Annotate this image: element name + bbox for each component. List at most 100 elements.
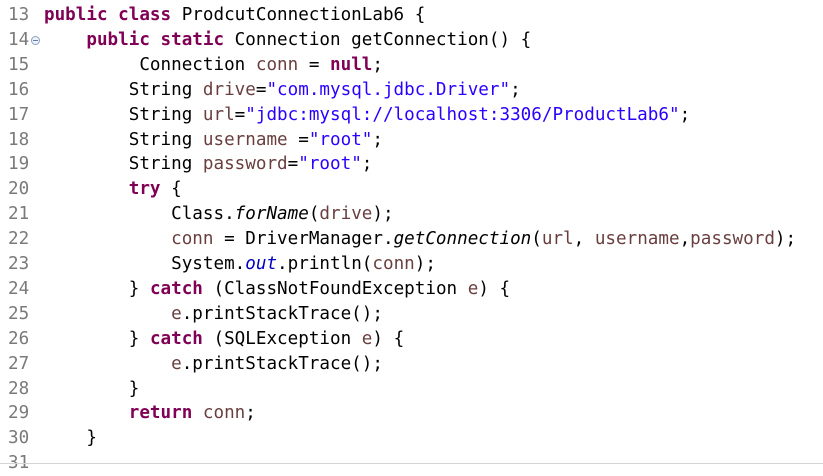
line-number: 16: [8, 79, 30, 100]
variable-token: drive: [202, 79, 256, 100]
code-token: [44, 229, 171, 249]
code-line[interactable]: 30 }: [0, 426, 823, 451]
code-token: String: [44, 79, 203, 100]
line-number: 30: [8, 428, 30, 449]
code-text: Class.forName(drive);: [44, 202, 394, 227]
line-number: 25: [8, 303, 30, 324]
code-token: );: [774, 229, 797, 250]
code-token: {: [160, 179, 182, 200]
code-line[interactable]: 29 return conn;: [0, 401, 823, 426]
code-line[interactable]: 25 e.printStackTrace();: [0, 302, 823, 327]
code-token: }: [44, 428, 97, 449]
code-line[interactable]: 21 Class.forName(drive);: [0, 202, 823, 227]
code-line[interactable]: 17 String url="jdbc:mysql://localhost:33…: [0, 103, 823, 128]
line-number: 29: [8, 403, 30, 424]
code-line[interactable]: 26 } catch (SQLException e) {: [0, 327, 823, 352]
keyword-token: catch: [149, 328, 203, 349]
code-line[interactable]: 15 Connection conn = null;: [0, 53, 823, 78]
code-text: public class ProdcutConnectionLab6 {: [44, 3, 425, 28]
code-line[interactable]: 23 System.out.println(conn);: [0, 252, 823, 277]
code-token: =: [287, 129, 309, 150]
code-token: [44, 179, 129, 199]
code-text: String password="root";: [44, 152, 373, 177]
line-number: 19: [8, 154, 30, 175]
variable-token: drive: [319, 204, 373, 225]
code-line[interactable]: 27 e.printStackTrace();: [0, 352, 823, 377]
code-token: =: [255, 79, 267, 100]
code-token: =: [234, 104, 246, 125]
code-token: ;: [372, 129, 383, 150]
code-token: (ClassNotFoundException: [202, 278, 468, 299]
code-token: ;: [361, 154, 373, 175]
code-line[interactable]: 16 String drive="com.mysql.jdbc.Driver";: [0, 78, 823, 103]
code-text: } catch (SQLException e) {: [44, 327, 404, 352]
code-token: ) {: [372, 328, 405, 349]
line-number: 23: [8, 254, 30, 274]
keyword-token: public class: [44, 5, 172, 25]
keyword-token: try: [128, 179, 161, 200]
string-token: "com.mysql.jdbc.Driver": [266, 79, 511, 100]
code-token: Connection getConnection() {: [224, 29, 532, 50]
editor-bottom-divider: [0, 463, 823, 464]
code-token: .printStackTrace();: [181, 303, 383, 324]
code-token: [44, 304, 171, 324]
variable-token: username: [202, 129, 288, 150]
code-text: return conn;: [44, 401, 256, 426]
code-token: ;: [245, 403, 256, 424]
code-token: );: [372, 204, 394, 225]
variable-token: url: [541, 229, 574, 250]
code-text: Connection conn = null;: [44, 53, 383, 78]
line-number: 28: [8, 378, 30, 399]
code-line[interactable]: 28 }: [0, 377, 823, 402]
variable-token: username: [594, 229, 680, 250]
code-token: .printStackTrace();: [181, 353, 383, 374]
code-token: [44, 30, 86, 50]
string-token: "root": [298, 154, 362, 175]
code-token: Class.: [44, 204, 235, 225]
line-number: 22: [8, 229, 30, 250]
code-token: Connection: [44, 54, 256, 75]
static-method-token: forName: [234, 204, 309, 225]
code-token: .println(: [277, 254, 373, 274]
variable-token: conn: [171, 229, 214, 250]
variable-token: e: [171, 303, 182, 324]
code-token: =: [298, 54, 331, 75]
string-token: "root": [308, 129, 373, 150]
code-text: String url="jdbc:mysql://localhost:3306/…: [44, 103, 690, 128]
code-token: (: [531, 229, 542, 250]
code-token: =: [287, 154, 299, 175]
variable-token: e: [171, 353, 182, 374]
keyword-token: public static: [86, 29, 225, 50]
code-token: ) {: [478, 278, 511, 299]
code-line[interactable]: 20 try {: [0, 177, 823, 202]
line-number: 24: [8, 278, 30, 299]
code-token: );: [414, 254, 436, 274]
code-text: try {: [44, 177, 182, 202]
code-token: }: [44, 328, 150, 349]
code-line[interactable]: 18 String username ="root";: [0, 128, 823, 153]
code-text: }: [44, 426, 97, 451]
code-text: public static Connection getConnection()…: [44, 28, 531, 53]
fold-toggle-icon[interactable]: [31, 35, 40, 45]
code-text: e.printStackTrace();: [44, 352, 383, 377]
line-number: 15: [8, 54, 30, 75]
code-line[interactable]: 24 } catch (ClassNotFoundException e) {: [0, 277, 823, 302]
code-token: System.: [44, 254, 246, 274]
code-token: = DriverManager.: [213, 229, 394, 250]
code-line[interactable]: 14 public static Connection getConnectio…: [0, 28, 823, 53]
code-text: } catch (ClassNotFoundException e) {: [44, 277, 510, 302]
keyword-token: catch: [149, 278, 203, 299]
variable-token: conn: [202, 403, 246, 424]
code-token: [44, 403, 129, 423]
code-line[interactable]: 19 String password="root";: [0, 152, 823, 177]
keyword-token: return: [128, 403, 193, 424]
code-token: }: [44, 378, 140, 399]
code-token: ,: [573, 229, 595, 250]
static-field-token: out: [245, 254, 278, 274]
line-number: 20: [8, 179, 30, 200]
code-token: ,: [679, 229, 691, 250]
code-token: ProdcutConnectionLab6 {: [171, 5, 426, 25]
code-line[interactable]: 22 conn = DriverManager.getConnection(ur…: [0, 227, 823, 252]
